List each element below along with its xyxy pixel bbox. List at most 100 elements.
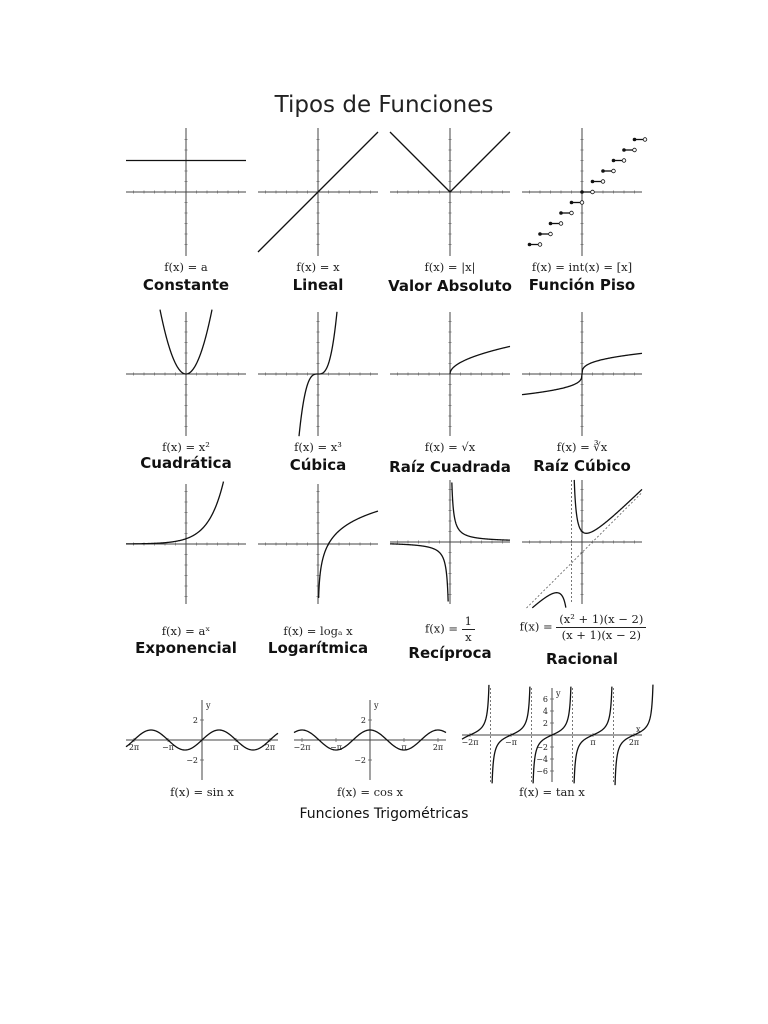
formula-logaritmica: f(x) = logₐ x	[283, 624, 353, 638]
x-tick-label: 2π	[433, 743, 443, 752]
y-tick-label: −6	[536, 767, 548, 776]
curve-tan-branch	[614, 730, 643, 786]
curve-cos	[293, 729, 447, 751]
panel-logaritmica	[258, 484, 379, 604]
step-open-point	[632, 147, 637, 153]
curve-reciproca-neg	[389, 543, 449, 602]
step-closed-point	[559, 211, 563, 215]
page-title: Tipos de Funciones	[274, 92, 494, 118]
panel-reciproca	[389, 480, 511, 604]
name-raiz: Raíz Cuadrada	[389, 458, 511, 476]
step-open-point	[579, 200, 585, 205]
y-tick-label: −2	[536, 743, 548, 752]
step-closed-point	[548, 221, 553, 226]
y-tick-label: 2	[361, 716, 366, 725]
formula-reciproca-num: 1	[461, 614, 475, 630]
step-closed-point	[590, 179, 595, 184]
curve-racional-right	[573, 479, 643, 534]
panel-exponencial	[126, 481, 246, 604]
graph-exponencial	[126, 481, 246, 604]
y-tick-label: −2	[186, 756, 198, 765]
curve-absoluto	[389, 131, 511, 193]
x-tick-label: −π	[505, 738, 517, 747]
curve-tan-branch	[461, 684, 490, 740]
name-piso: Función Piso	[528, 276, 636, 294]
graph-racional	[522, 479, 643, 609]
graph-constante	[126, 128, 246, 256]
formula-piso: f(x) = int(x) = [x]	[531, 260, 633, 274]
curve-sin	[125, 729, 279, 751]
x-axis-label: x	[636, 725, 641, 734]
y-tick-label: −4	[536, 755, 548, 764]
formula-racional-num: (x² + 1)(x − 2)	[556, 612, 647, 628]
panel-raizcubica	[521, 312, 643, 436]
step-open-point	[642, 137, 648, 142]
step-closed-point	[569, 200, 574, 205]
graph-absoluto	[389, 128, 511, 256]
name-logaritmica: Logarítmica	[267, 639, 369, 657]
name-raizcubica: Raíz Cúbico	[533, 457, 631, 475]
curve-logaritmica	[317, 510, 379, 598]
formula-raizcubica: f(x) = ∛x	[556, 440, 608, 454]
formula-cubica: f(x) = x³	[294, 440, 342, 454]
step-open-point	[558, 221, 564, 226]
panel-cuadratica	[126, 309, 246, 436]
panel-constante	[126, 128, 246, 256]
step-closed-point	[601, 169, 605, 173]
step-closed-point	[527, 242, 532, 247]
y-tick-label: 2	[193, 716, 198, 725]
graph-raiz	[390, 312, 511, 436]
name-cubica: Cúbica	[289, 456, 347, 474]
name-exponencial: Exponencial	[135, 639, 237, 657]
x-tick-label: 2π	[265, 743, 275, 752]
trig-caption: Funciones Trigométricas	[299, 806, 469, 822]
panel-racional	[522, 479, 643, 609]
formula-cos: f(x) = cos x	[336, 785, 404, 799]
name-absoluto: Valor Absoluto	[388, 277, 512, 295]
curve-lineal	[257, 131, 379, 253]
step-closed-point	[611, 158, 616, 163]
formula-exponencial: f(x) = aˣ	[161, 624, 211, 638]
y-axis-label: y	[373, 701, 379, 710]
x-tick-label: 2π	[129, 743, 139, 752]
step-closed-point	[622, 148, 626, 152]
x-tick-label: π	[233, 743, 238, 752]
panel-cubica	[258, 311, 378, 437]
name-racional: Racional	[546, 650, 618, 668]
formula-racional-den: (x + 1)(x − 2)	[561, 628, 642, 642]
name-cuadratica: Cuadrática	[140, 454, 232, 472]
curve-tan-branch	[573, 686, 613, 784]
y-axis-label: y	[555, 689, 561, 698]
name-reciproca: Recíproca	[408, 644, 492, 662]
curve-raizcubica	[521, 352, 643, 396]
y-tick-label: 2	[543, 719, 548, 728]
x-tick-label: π	[590, 738, 595, 747]
asymptote-oblique	[526, 492, 643, 609]
curve-tan-branch	[532, 686, 572, 784]
graph-cubica	[258, 311, 378, 437]
y-axis-label: y	[205, 701, 211, 710]
y-tick-label: 6	[543, 695, 548, 704]
step-closed-point	[632, 137, 637, 142]
curve-exponencial	[126, 481, 225, 545]
panel-piso	[522, 128, 648, 256]
x-tick-label: −2π	[461, 738, 478, 747]
y-tick-label: 4	[543, 707, 548, 716]
formula-racional-prefix: f(x) =	[519, 619, 557, 634]
step-open-point	[548, 231, 553, 237]
x-tick-label: −2π	[293, 743, 310, 752]
formula-racional-fraction: (x² + 1)(x − 2)(x + 1)(x − 2)	[556, 612, 647, 643]
name-lineal: Lineal	[292, 276, 344, 294]
formula-cuadratica: f(x) = x²	[162, 440, 210, 454]
formula-tan: f(x) = tan x	[519, 785, 585, 799]
formula-constante: f(x) = a	[164, 260, 208, 274]
formula-reciproca-prefix: f(x) =	[425, 621, 462, 636]
panel-lineal	[257, 128, 379, 256]
step-open-point	[621, 158, 627, 163]
panel-absoluto	[389, 128, 511, 256]
